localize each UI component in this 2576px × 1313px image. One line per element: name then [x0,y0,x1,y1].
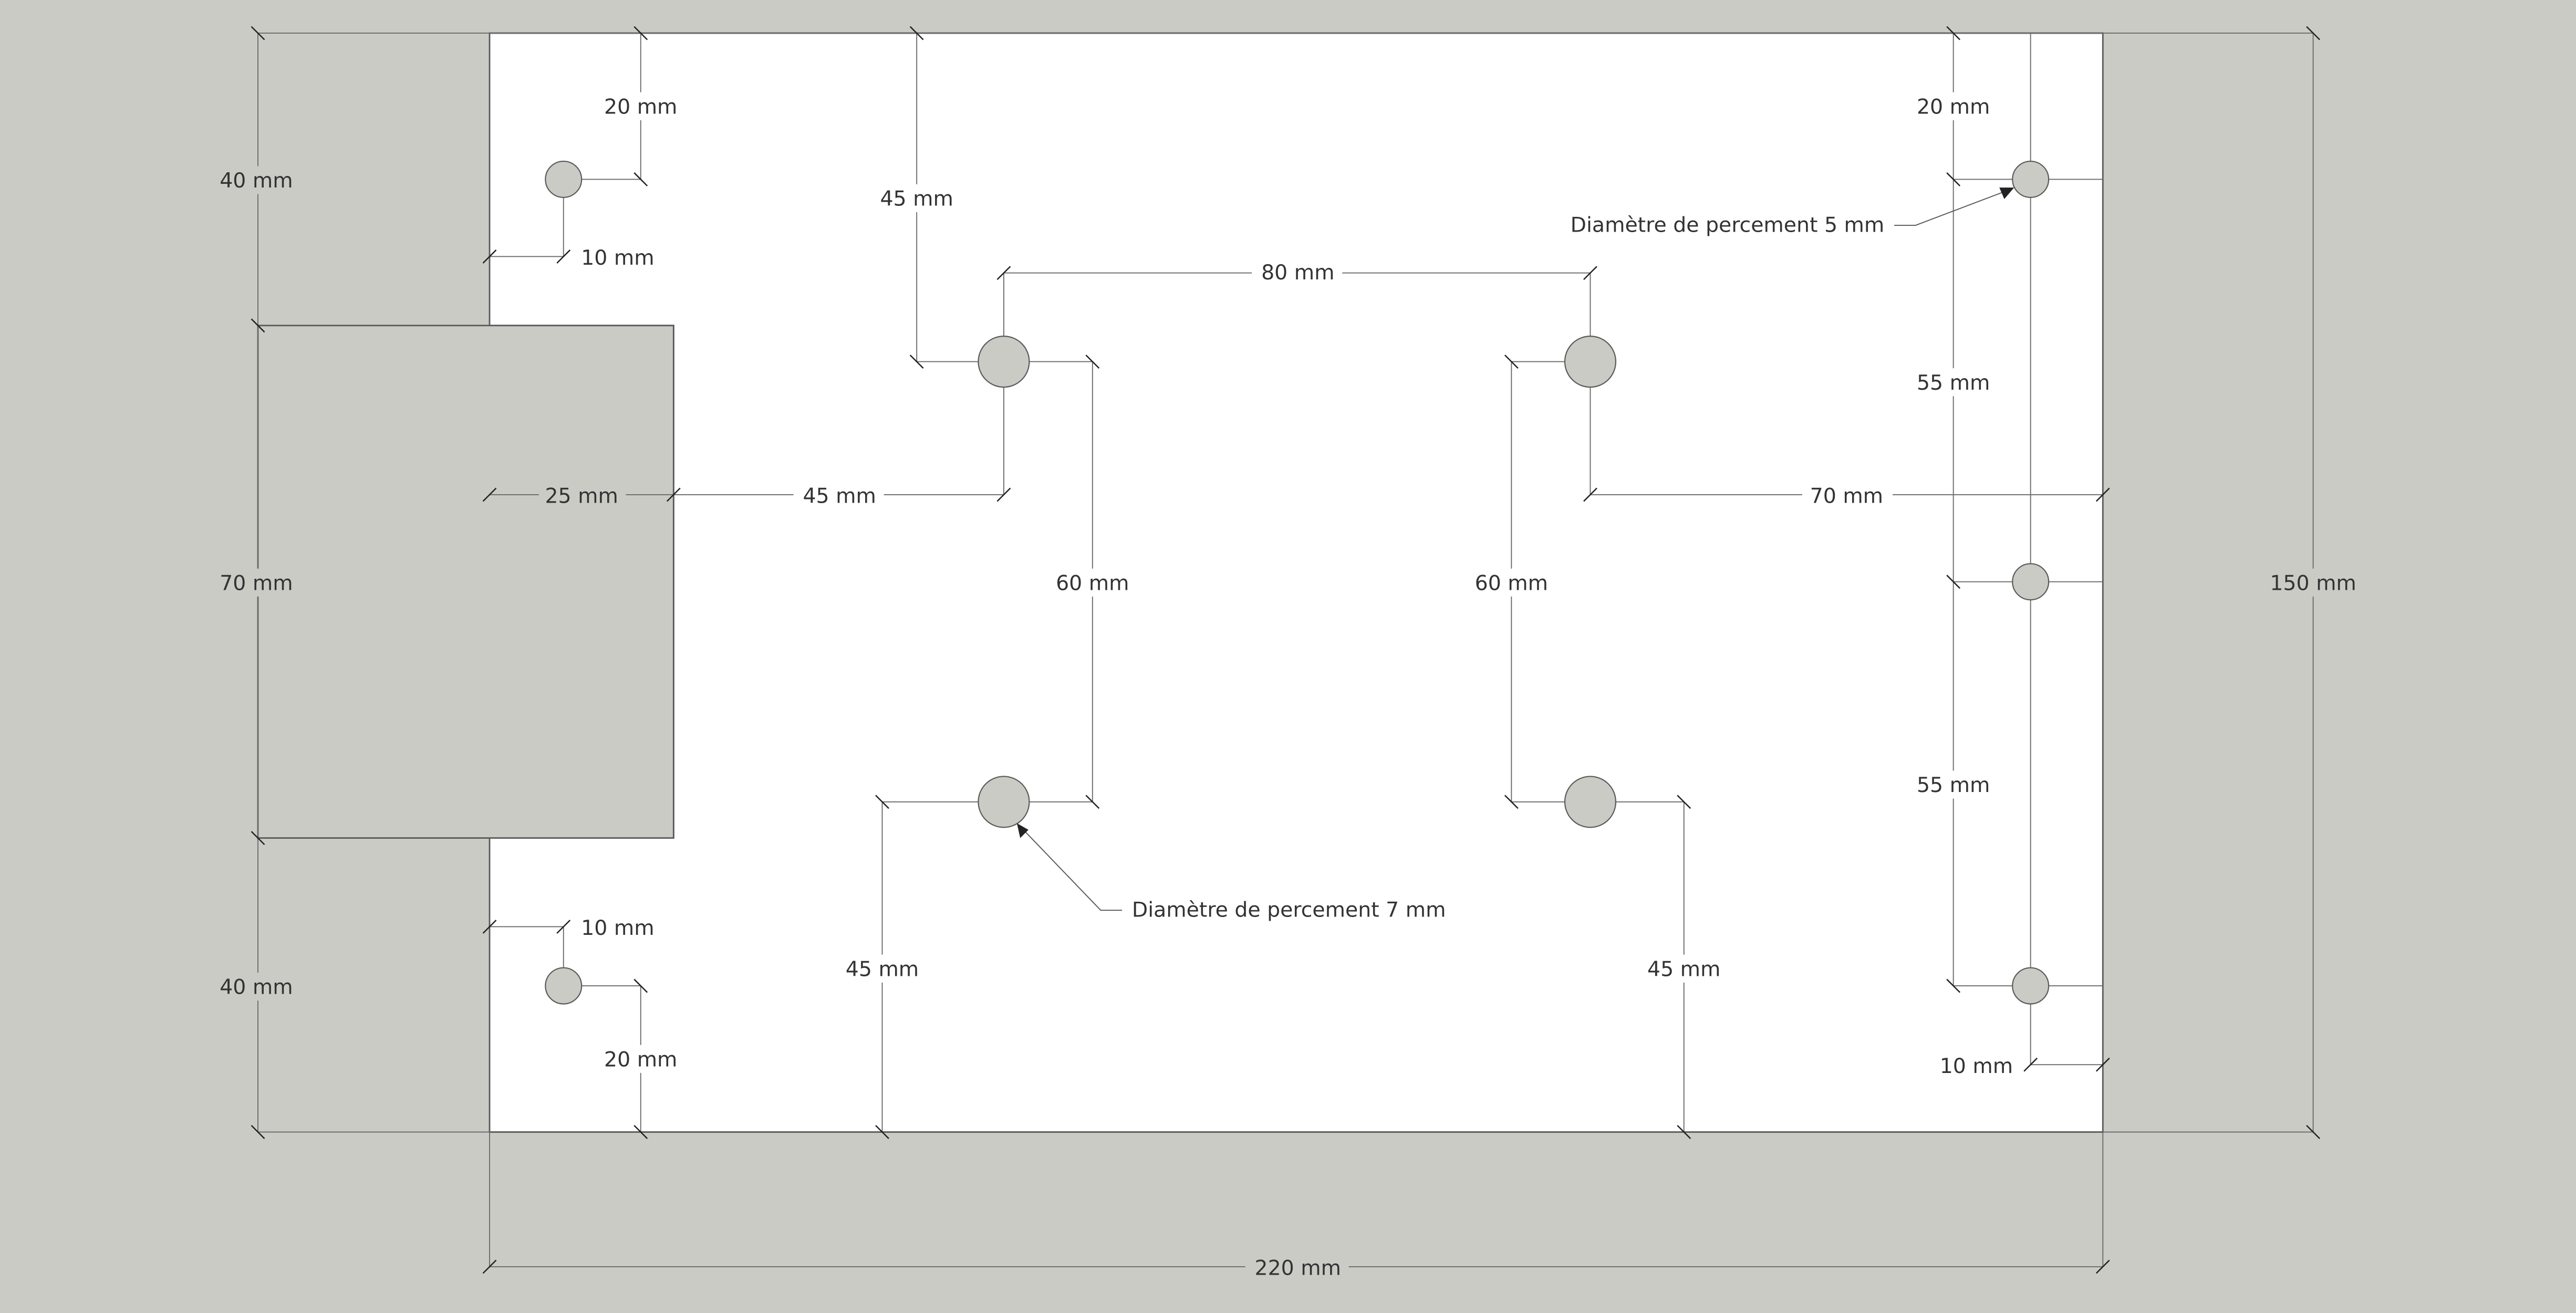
dim-label: 70 mm [1810,484,1883,508]
dimension-labels: 20 mm 40 mm 10 mm 45 mm 80 mm 25 mm 45 m… [210,92,2364,1282]
dim-label: 10 mm [581,916,654,940]
dim-label: 45 mm [880,186,953,211]
annotations: Diamètre de percement 5 mm Diamètre de p… [1132,213,1884,922]
hole-large-top-left [978,336,1030,388]
dim-label: 45 mm [846,957,919,981]
dim-label: 20 mm [604,95,677,119]
dim-label: 150 mm [2270,571,2356,595]
dim-label: 20 mm [604,1047,677,1071]
dim-label: 70 mm [220,571,293,595]
dim-label: 40 mm [220,169,293,193]
dim-label: 55 mm [1917,371,1990,395]
hole-small-right-middle [2012,563,2050,601]
dim-label: 40 mm [220,975,293,999]
hole-small-right-bottom [2012,967,2050,1005]
hole-large-bottom-right [1564,776,1617,828]
plate [489,32,2104,1133]
dimension-ticks [251,26,2320,1274]
dim-label: 60 mm [1475,571,1548,595]
dim-label: 55 mm [1917,773,1990,797]
dim-label: 20 mm [1917,95,1990,119]
dim-label: 45 mm [1647,957,1720,981]
dim-label: 25 mm [545,484,618,508]
leader-lines [1020,189,2011,911]
dim-label: 10 mm [581,246,654,270]
hole-small-bottom-left [545,967,583,1005]
holes [545,160,2050,1005]
hole-large-bottom-left [978,776,1030,828]
hole-small-right-top [2012,160,2050,198]
dim-label: 80 mm [1261,260,1334,285]
dim-label: 45 mm [803,484,876,508]
annotation-hole-5mm: Diamètre de percement 5 mm [1571,213,1885,237]
annotation-hole-7mm: Diamètre de percement 7 mm [1132,898,1446,922]
plate-notch [257,325,674,839]
hole-large-top-right [1564,336,1617,388]
hole-small-top-left [545,160,583,198]
dim-label: 10 mm [1940,1054,2013,1078]
dim-label: 60 mm [1056,571,1129,595]
dim-label: 220 mm [1255,1256,1341,1280]
